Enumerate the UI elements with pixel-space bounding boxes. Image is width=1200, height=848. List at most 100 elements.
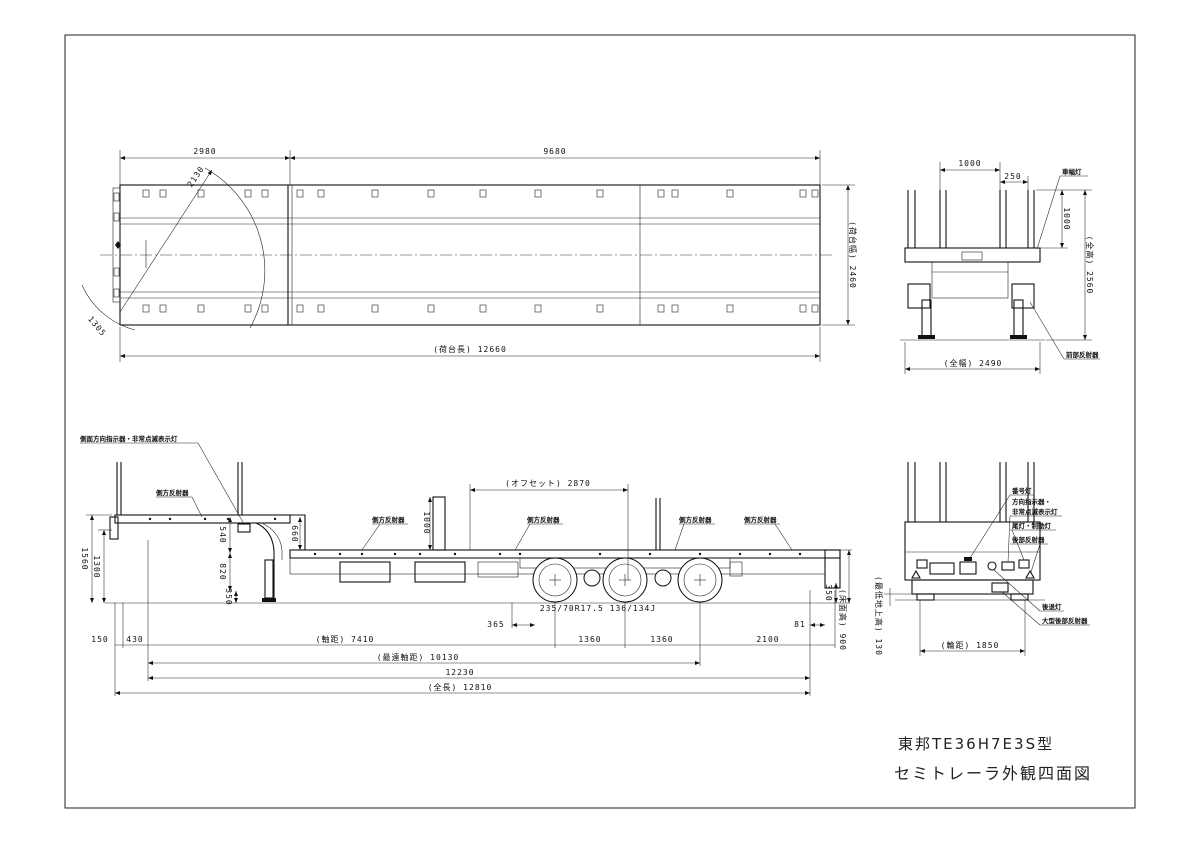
- rear-end: [824, 549, 841, 589]
- deck-rivet: [768, 552, 772, 556]
- stake-pocket: [726, 304, 734, 313]
- deck-rivet: [338, 552, 342, 556]
- dim-350-rear: 350: [824, 584, 833, 601]
- deck-rivet: [453, 552, 457, 556]
- stake-pocket: [159, 189, 167, 198]
- stake-height-dim: 1000: [422, 511, 431, 534]
- title-block: 東邦TE36H7E3S型 セミトレーラ外観四面図: [894, 735, 1090, 783]
- rear-reflector-panel: [929, 562, 955, 575]
- front-face: [109, 516, 119, 540]
- stake-pocket: [799, 304, 807, 313]
- floor-height-dim: (床面高) 900: [838, 589, 848, 651]
- stake-pocket: [261, 304, 269, 313]
- kingpin-mark: [115, 241, 121, 249]
- landing-leg: [1013, 299, 1024, 337]
- sheet-border: [64, 34, 1136, 809]
- deck-rivet: [273, 517, 277, 521]
- leader-line: [1011, 529, 1025, 561]
- side-reflector-label: 側方反射器: [526, 515, 560, 524]
- wheel: [677, 557, 723, 603]
- overall-width-dim: (全幅) 2490: [944, 358, 1003, 368]
- dim-81: 81: [794, 620, 806, 629]
- front-view: 1000 250 1000 (全高) 2560 車幅灯 前部反射器 (全幅) 2…: [900, 159, 1100, 374]
- gooseneck-step-dim: 660: [290, 525, 299, 542]
- main-deck: [289, 549, 841, 559]
- stake-pocket: [244, 189, 252, 198]
- stake-pocket: [142, 304, 150, 313]
- equalizer: [654, 569, 672, 587]
- overall-height-dim: (全高) 2560: [1085, 236, 1095, 295]
- leader-line: [1036, 175, 1061, 250]
- warning-triangle: [911, 569, 921, 579]
- deck-rivet: [798, 552, 802, 556]
- axle-spacing-2-dim: 1360: [650, 635, 673, 644]
- tool-box: [339, 561, 391, 583]
- wheel: [602, 557, 648, 603]
- swing-radius-dim: 1305: [86, 315, 108, 339]
- stake-pocket: [657, 304, 665, 313]
- stake-pocket: [657, 189, 665, 198]
- deck-rivet: [418, 552, 422, 556]
- turn-radius-line: [119, 169, 213, 313]
- deck-rivet: [203, 517, 207, 521]
- rear-deck-length-dim: 9680: [543, 147, 566, 156]
- deck-rivet: [738, 552, 742, 556]
- side-reflector-label: 側方反射器: [678, 515, 712, 524]
- deck-rivet: [498, 552, 502, 556]
- stake-pocket: [296, 304, 304, 313]
- tire-size: 235/70R17.5 136/134J: [540, 604, 656, 613]
- dim-365: 365: [487, 620, 504, 629]
- stake-pocket: [371, 189, 379, 198]
- leader-line: [1001, 591, 1041, 626]
- stake-pocket: [811, 189, 819, 198]
- turn-radius-arc: [204, 167, 266, 329]
- leader-line: [993, 569, 1041, 612]
- deck-rivet: [698, 552, 702, 556]
- stake-pocket: [671, 304, 679, 313]
- front-bracket: [113, 288, 120, 298]
- stake-pocket: [427, 189, 435, 198]
- stake-pocket: [371, 304, 379, 313]
- top-view: 2130 1305 2980 9680 (荷台幅) 2460 (荷台長) 126…: [81, 147, 858, 362]
- model-title: 東邦TE36H7E3S型: [898, 735, 1054, 753]
- reverse-lamp: [987, 561, 997, 571]
- axle-spacing-1-dim: 1360: [578, 635, 601, 644]
- stake-pocket: [427, 304, 435, 313]
- deck-length-dim: (荷台長) 12660: [433, 344, 507, 354]
- tire-block: [1010, 593, 1029, 601]
- rear-reflector-label: 後部反射器: [1012, 535, 1045, 544]
- tire-block: [916, 593, 935, 601]
- leg-foot: [1010, 335, 1027, 339]
- dim-350-front: 350: [224, 588, 233, 605]
- track-width-dim: (輪距) 1850: [941, 640, 1000, 650]
- side-reflector-label: 側方反射器: [743, 515, 777, 524]
- large-rear-reflector: [991, 582, 1009, 593]
- side-reflector-label: 側方反射器: [371, 515, 405, 524]
- rear-overhang-dim: 2100: [756, 635, 779, 644]
- deck-rivet: [518, 552, 522, 556]
- offset-dim: (オフセット) 2870: [505, 479, 591, 488]
- side-reflector-label: 側方反射器: [155, 488, 189, 497]
- stake-pocket: [317, 304, 325, 313]
- stake-pocket-group: [142, 189, 819, 556]
- wheelbase-dim: (軸距) 7410: [316, 634, 375, 644]
- front-deck-length-dim: 2980: [193, 147, 216, 156]
- stake-pocket: [534, 304, 542, 313]
- dim-430: 430: [126, 635, 143, 644]
- leader-line: [514, 523, 531, 551]
- tool-box: [414, 561, 466, 583]
- max-wheelbase-dim: (最遠軸距) 10130: [377, 652, 460, 662]
- turn-lamp: [1001, 561, 1015, 571]
- stake-pocket: [671, 189, 679, 198]
- stake-pocket: [799, 189, 807, 198]
- dim-150: 150: [91, 635, 108, 644]
- air-tank: [477, 561, 519, 578]
- stake-pocket: [726, 189, 734, 198]
- stake-pocket: [142, 189, 150, 198]
- stake-pocket: [197, 189, 205, 198]
- leader-line: [969, 494, 1011, 559]
- gooseneck-step: [288, 514, 306, 550]
- leader-line: [1029, 301, 1065, 360]
- leader-line: [1007, 515, 1011, 563]
- rear-view: 番号灯 方向指示器・ 非常点滅表示灯 尾灯・制動灯 後部反射器 後退灯 大型後部…: [874, 462, 1090, 656]
